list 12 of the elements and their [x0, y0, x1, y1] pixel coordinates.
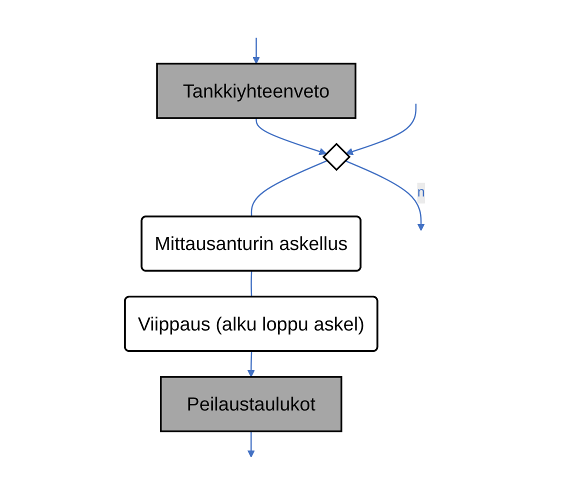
- arrow: [346, 104, 417, 156]
- node-box: Tankkiyhteenveto: [156, 62, 356, 119]
- connector: [250, 271, 252, 298]
- arrow: [344, 160, 425, 231]
- node-diamond: [322, 142, 351, 172]
- arrow: [247, 351, 255, 378]
- arrow: [256, 118, 327, 156]
- node-box: Peilaustaulukot: [160, 376, 342, 432]
- connector: [250, 160, 328, 217]
- arrow: [252, 38, 260, 64]
- arrow: [247, 431, 255, 458]
- edge-label: n: [417, 185, 425, 200]
